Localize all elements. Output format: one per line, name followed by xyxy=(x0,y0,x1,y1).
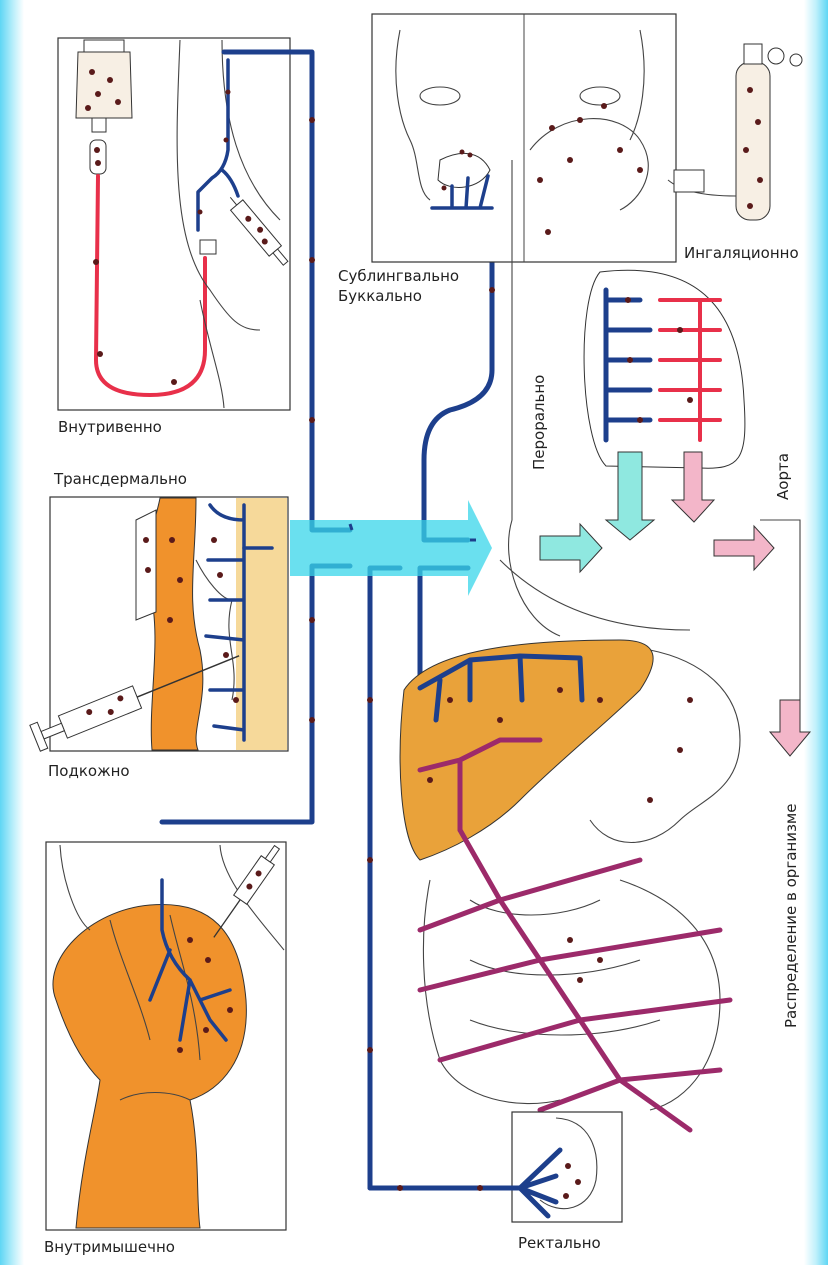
label-oral: Перорально xyxy=(530,375,548,470)
label-distribution: Распределение в организме xyxy=(782,804,800,1028)
rectal-panel: Ректально xyxy=(370,1112,622,1252)
liver xyxy=(400,640,653,860)
label-intramuscular: Внутримышечно xyxy=(44,1238,175,1256)
gas-cylinder-icon: Ингаляционно xyxy=(668,44,802,262)
head-panel: Сублингвально Буккально xyxy=(338,14,676,305)
label-rectal: Ректально xyxy=(518,1234,601,1252)
label-inhalation: Ингаляционно xyxy=(684,244,799,262)
heart-arrow xyxy=(540,524,602,572)
label-intravenous: Внутривенно xyxy=(58,418,162,436)
intravenous-panel: Внутривенно xyxy=(58,38,292,436)
skin-panel: Трансдермально Подкожно xyxy=(30,470,288,780)
iv-cannula xyxy=(200,240,216,254)
vein-from-rectal xyxy=(370,568,400,1188)
transdermal-patch xyxy=(136,510,156,620)
label-buccal: Буккально xyxy=(338,287,422,305)
label-sublingual: Сублингвально xyxy=(338,267,459,285)
label-transdermal: Трансдермально xyxy=(53,470,187,488)
label-subcutaneous: Подкожно xyxy=(48,762,130,780)
distribution-arrow xyxy=(770,700,810,756)
lungs: Перорально xyxy=(530,270,745,540)
label-aorta: Аорта xyxy=(774,453,792,500)
bloodstream-arrow xyxy=(290,500,492,596)
portal-veins xyxy=(420,830,730,1130)
aorta-arrow xyxy=(714,526,774,570)
intramuscular-panel: Внутримышечно xyxy=(44,842,286,1256)
